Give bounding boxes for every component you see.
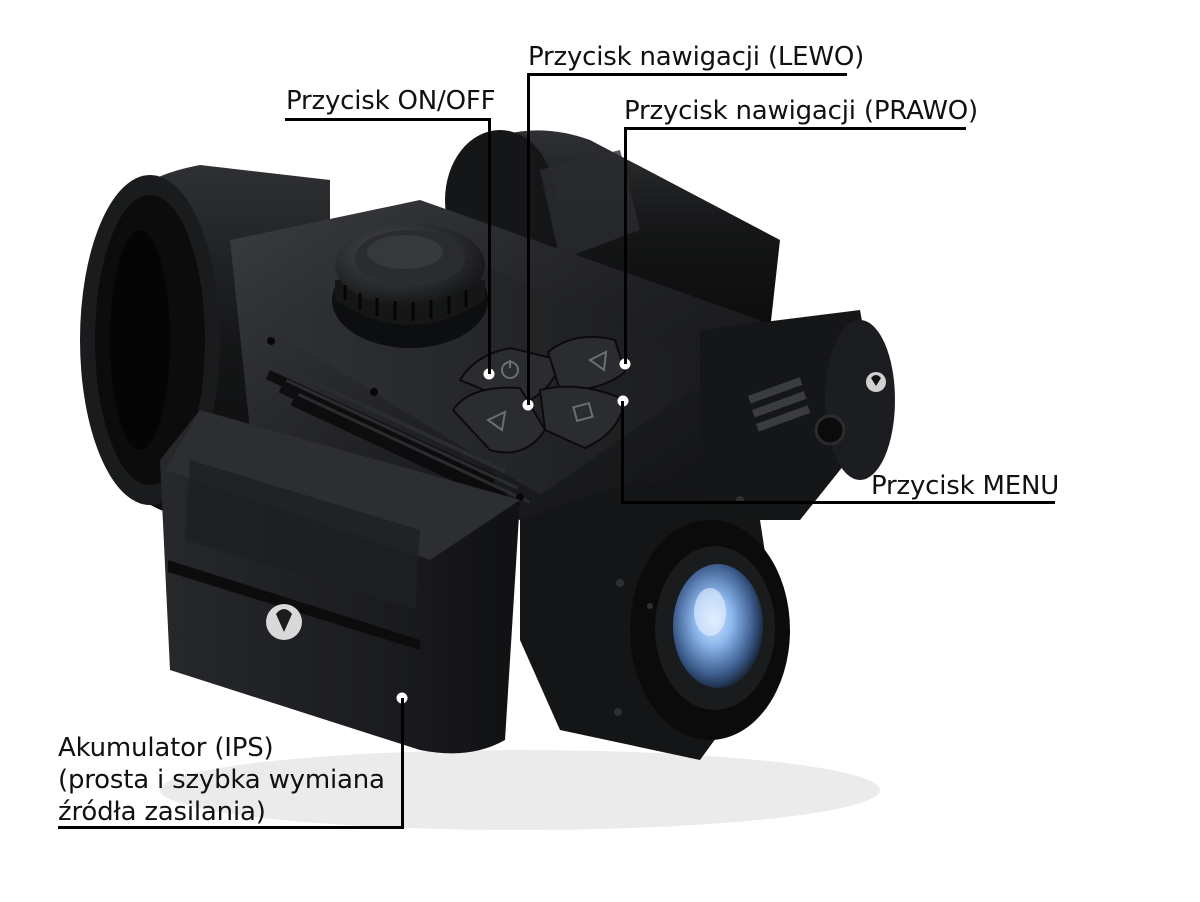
square-menu-icon (572, 401, 594, 423)
triangle-left-icon (486, 410, 507, 432)
objective-lens (520, 480, 790, 760)
leader-on-off-vertical (488, 118, 491, 374)
leader-on-off-underline (285, 118, 491, 121)
label-menu: Przycisk MENU (871, 471, 1060, 501)
power-icon (501, 360, 519, 379)
leader-battery-underline (58, 826, 404, 829)
label-battery-line3: źródła zasilania) (58, 797, 266, 827)
label-nav-left: Przycisk nawigacji (LEWO) (528, 42, 865, 72)
leader-battery-vertical (401, 698, 404, 828)
battery-pack (160, 410, 520, 754)
label-battery-line2: (prosta i szybka wymiana (58, 765, 385, 795)
leader-nav-right-vertical (624, 127, 627, 364)
focus-knob (332, 223, 488, 348)
label-battery-line1: Akumulator (IPS) (58, 733, 274, 763)
control-buttons (451, 335, 627, 454)
leader-nav-left-underline (527, 73, 847, 76)
floor-shadow (160, 750, 880, 830)
leader-menu-vertical (621, 401, 624, 504)
label-battery: Akumulator (IPS) (prosta i szybka wymian… (58, 732, 385, 828)
leader-nav-left-vertical (527, 73, 530, 405)
label-on-off: Przycisk ON/OFF (286, 86, 496, 116)
leader-menu-underline (621, 501, 1055, 504)
label-nav-right: Przycisk nawigacji (PRAWO) (624, 96, 978, 126)
triangle-right-icon (588, 350, 608, 372)
side-mount (700, 310, 895, 520)
leader-nav-right-underline (624, 127, 966, 130)
